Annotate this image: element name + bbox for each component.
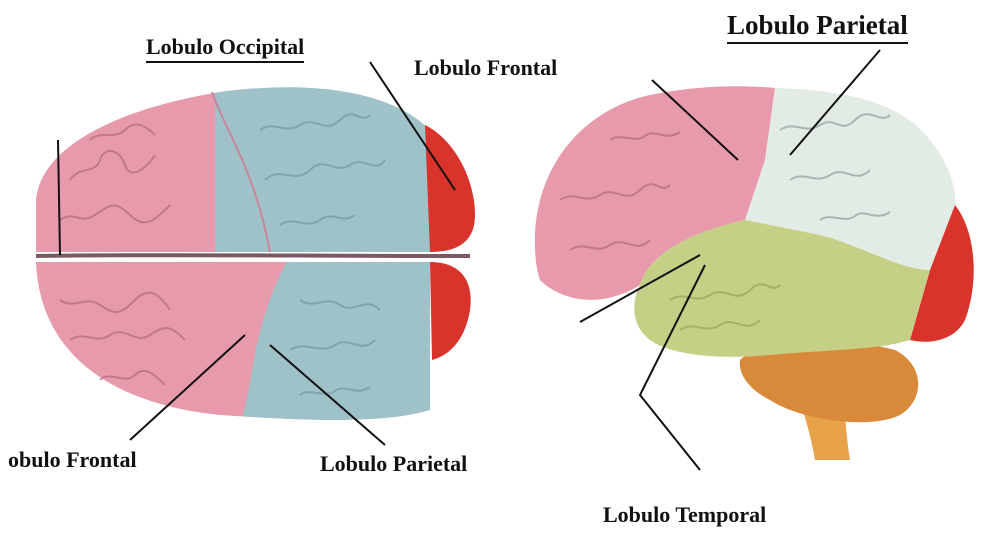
label-lobulo-occipital-top: Lobulo Occipital (146, 36, 304, 63)
top-occipital-upper (425, 125, 475, 252)
label-lobulo-temporal-side: Lobulo Temporal (603, 504, 766, 526)
top-occipital-lower (430, 262, 471, 360)
label-lobulo-parietal-top: Lobulo Parietal (320, 453, 467, 475)
label-lobulo-frontal-side: Lobulo Frontal (414, 57, 557, 79)
top-view-brain (30, 80, 475, 425)
top-parietal-upper (215, 80, 435, 260)
label-lobulo-parietal-side: Lobulo Parietal (727, 12, 908, 44)
side-view-brain (535, 86, 974, 460)
label-lobulo-frontal-top: obulo Frontal (8, 449, 137, 471)
